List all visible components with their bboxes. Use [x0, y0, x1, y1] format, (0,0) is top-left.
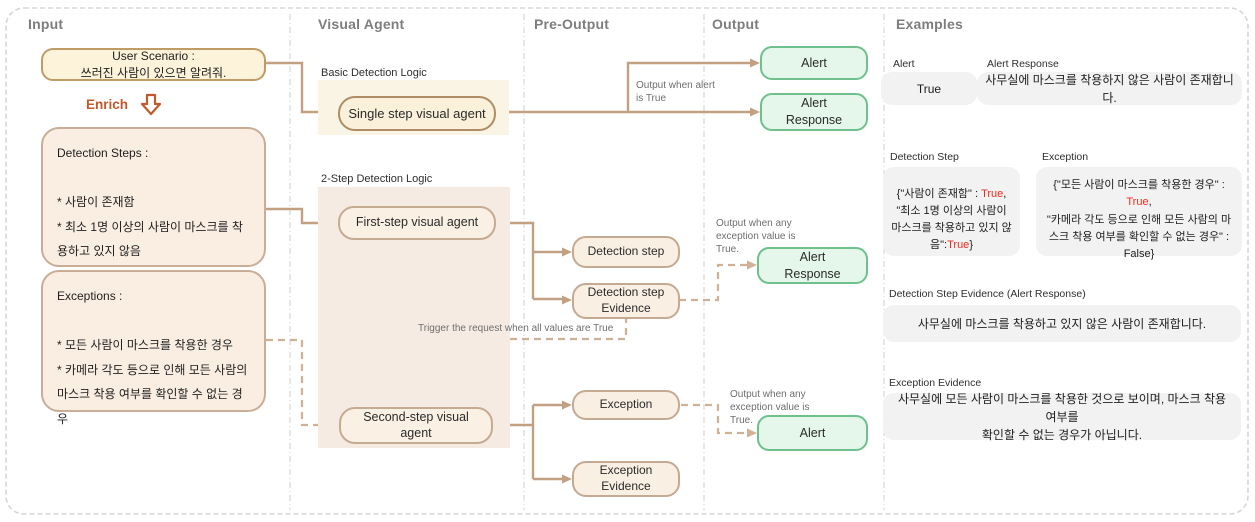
- output-when-any-mid-note: Output when any exception value is True.: [716, 218, 796, 256]
- example-dse-label: Detection Step Evidence (Alert Response): [889, 288, 1086, 300]
- detection-json-true1: True: [981, 187, 1004, 200]
- enrich-down-arrow-icon: [140, 93, 162, 116]
- example-alert-label: Alert: [893, 58, 915, 70]
- example-exception-label: Exception: [1042, 151, 1089, 163]
- detection-json-true2: True: [947, 239, 970, 252]
- example-dse-value: 사무실에 마스크를 착용하고 있지 않은 사람이 존재합니다.: [883, 305, 1241, 342]
- example-exception-evidence-label: Exception Evidence: [889, 377, 982, 389]
- second-step-visual-agent-box: Second-step visual agent: [339, 407, 493, 444]
- alert-response-mid-output-box: Alert Response: [757, 247, 868, 284]
- example-alert-value: True: [881, 72, 977, 105]
- two-step-detection-logic-label: 2-Step Detection Logic: [321, 173, 433, 185]
- exception-evidence-box: Exception Evidence: [572, 461, 680, 497]
- detection-step-box: Detection step: [572, 236, 680, 268]
- first-step-visual-agent-box: First-step visual agent: [338, 206, 496, 240]
- detection-json-pre: {"사람이 존재함" :: [896, 187, 982, 200]
- column-header-pre-output: Pre-Output: [534, 16, 610, 32]
- alert-output-box: Alert: [760, 46, 868, 80]
- detection-step-evidence-box: Detection step Evidence: [572, 283, 680, 319]
- alert-bottom-output-box: Alert: [757, 415, 868, 451]
- exception-json-pre: {"모든 사람이 마스크를 착용한 경우" :: [1053, 179, 1225, 192]
- exception-json-post: , "카메라 각도 등으로 인해 모든 사람의 마스크 착용 여부를 확인할 수…: [1046, 196, 1232, 260]
- user-scenario-box: User Scenario : 쓰러진 사람이 있으면 알려줘.: [41, 48, 266, 81]
- column-header-visual-agent: Visual Agent: [318, 16, 405, 32]
- column-header-input: Input: [28, 16, 64, 32]
- exceptions-box: Exceptions : * 모든 사람이 마스크를 착용한 경우 * 카메라 …: [41, 270, 266, 426]
- enrich-label: Enrich: [86, 97, 129, 112]
- trigger-request-note: Trigger the request when all values are …: [418, 323, 614, 334]
- basic-detection-logic-label: Basic Detection Logic: [321, 67, 427, 79]
- output-when-alert-note: Output when alert is True: [636, 80, 715, 105]
- alert-response-output-box: Alert Response: [760, 93, 868, 131]
- example-exception-evidence-value: 사무실에 모든 사람이 마스크를 착용한 것으로 보이며, 마스크 착용 여부를…: [883, 392, 1241, 442]
- example-detection-step-label: Detection Step: [890, 151, 959, 163]
- column-header-examples: Examples: [896, 16, 963, 32]
- example-detection-step-json: {"사람이 존재함" : True, "최소 1명 이상의 사람이 마스크를 착…: [883, 167, 1020, 256]
- detection-json-mid: , "최소 1명 이상의 사람이 마스크를 착용하고 있지 않음":: [891, 187, 1012, 252]
- example-alert-response-value: 사무실에 마스크를 착용하지 않은 사람이 존재합니다.: [977, 72, 1242, 105]
- example-alert-response-label: Alert Response: [987, 58, 1059, 70]
- detection-json-post: }: [969, 239, 973, 252]
- column-header-output: Output: [712, 16, 760, 32]
- example-exception-json: {"모든 사람이 마스크를 착용한 경우" : True, "카메라 각도 등으…: [1036, 167, 1242, 260]
- single-step-visual-agent-box: Single step visual agent: [338, 96, 496, 131]
- output-when-any-bottom-note: Output when any exception value is True.: [730, 389, 810, 427]
- detection-steps-box: Detection Steps : * 사람이 존재함 * 최소 1명 이상의 …: [41, 127, 266, 267]
- exception-json-true1: True: [1126, 196, 1149, 209]
- exception-box: Exception: [572, 390, 680, 420]
